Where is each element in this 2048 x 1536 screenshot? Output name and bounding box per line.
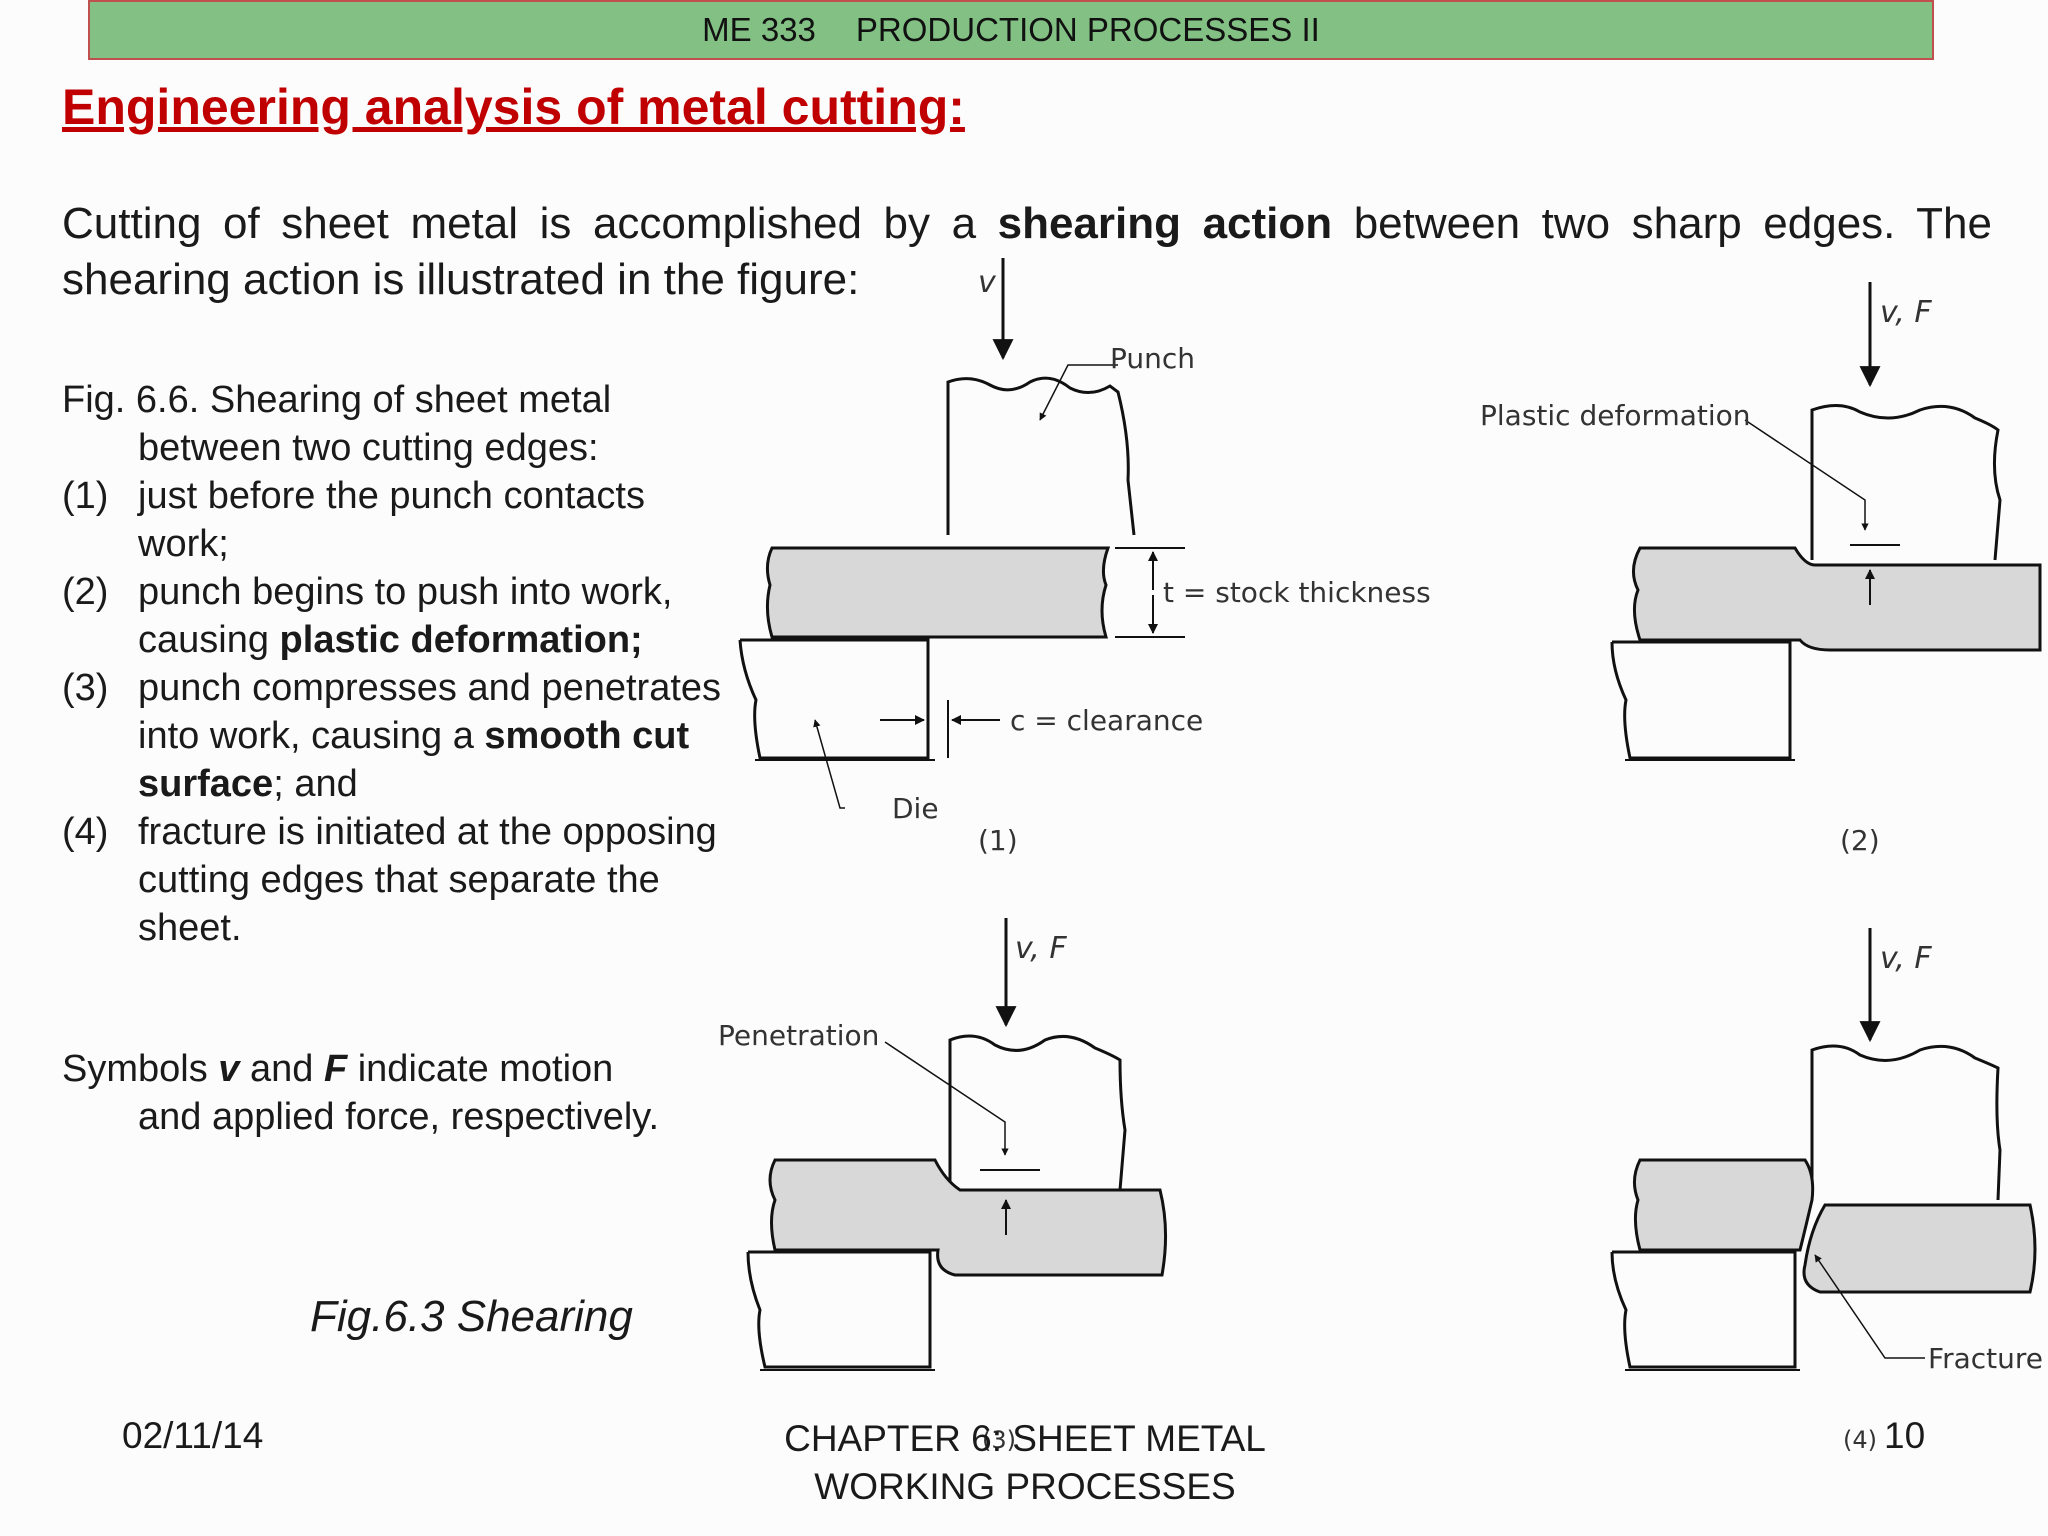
intro-paragraph: Cutting of sheet metal is accomplished b… [62,196,1992,308]
penetration-label: Penetration [718,1019,879,1052]
symbols-text-mid: and [239,1048,324,1090]
fracture-label: Fracture [1928,1342,2043,1375]
panel-2-label: (2) [1840,824,1880,857]
caption-lead-line: Fig. 6.6. Shearing of sheet metal [62,379,612,421]
panel-4 [1610,928,2037,1371]
die-outline [1610,1250,1797,1369]
caption-item-4: (4) fracture is initiated at the opposin… [62,808,722,952]
punch-outline [1810,1044,2002,1201]
footer-chapter-line-1: CHAPTER 6: SHEET METAL [784,1418,1266,1459]
sheet-stock [765,546,1111,639]
punch-outline [946,376,1136,536]
course-code: ME 333 [702,11,816,48]
intro-bold-term: shearing action [997,199,1333,248]
panel-1-label: (1) [978,824,1018,857]
footer-chapter-line-2: WORKING PROCESSES [814,1466,1236,1507]
footer-chapter: CHAPTER 6: SHEET METAL WORKING PROCESSES [700,1415,1350,1511]
intro-text-before: Cutting of sheet metal is accomplished b… [62,199,998,248]
die-outline [746,1250,932,1369]
v-label-panel-1: v [978,265,997,300]
plastic-deformation-leader [1744,419,1869,531]
symbol-F: F [323,1048,348,1090]
punch-label: Punch [1110,342,1195,375]
symbols-text: Symbols [62,1048,219,1090]
symbols-text-post: indicate motion [347,1048,614,1090]
caption-item-text: fracture is initiated at the opposing cu… [138,811,717,949]
sheet-stock [1632,546,2042,652]
sheet-upper-piece [1633,1158,1815,1252]
stock-thickness-label: t = stock thickness [1163,576,1431,609]
caption-item-text-post: ; and [273,763,358,805]
vf-label-panel-2: v, F [1880,295,1932,330]
panel-3-label: (3) [982,1426,1016,1454]
caption-item-text: just before the punch contacts work; [138,475,645,565]
intro-text-after: between two sharp edges. The shearing ac… [62,199,1992,304]
caption-item-2: (2) punch begins to push into work, caus… [62,568,722,664]
symbols-line-2: and applied force, respectively. [138,1096,660,1138]
symbol-v: v [218,1048,240,1090]
punch-outline [1810,404,2002,561]
panel-1 [738,258,1185,809]
caption-item-text: punch compresses and penetrates into wor… [138,667,722,757]
die-label: Die [892,792,939,825]
caption-lead-line-2: between two cutting edges: [138,427,599,469]
fracture-leader [1814,1254,1925,1359]
clearance-label: c = clearance [1010,704,1203,737]
sheet-stock [768,1158,1168,1277]
die-leader [813,719,845,809]
figure-caption-list: Fig. 6.6. Shearing of sheet metal betwee… [62,376,722,952]
slide-title: Engineering analysis of metal cutting: [62,79,965,135]
vf-label-panel-4: v, F [1880,941,1932,976]
page-number: 10 [1884,1415,1926,1456]
vf-label-panel-3: v, F [1015,931,1067,966]
caption-item-bold: plastic deformation; [279,619,643,661]
figure-caption: Fig.6.3 Shearing [310,1292,633,1341]
die-outline [738,638,930,760]
plastic-deformation-label: Plastic deformation [1480,399,1751,432]
caption-item-number: (1) [62,475,109,517]
sheet-lower-piece [1802,1203,2037,1294]
course-header-bar: ME 333 PRODUCTION PROCESSES II [88,0,1934,60]
caption-item-number: (3) [62,667,109,709]
caption-item-1: (1) just before the punch contacts work; [62,472,722,568]
panel-4-label: (4) [1843,1426,1877,1454]
punch-leader [1039,364,1118,421]
die-outline [1610,640,1792,760]
caption-item-bold: smooth cut surface [138,715,690,805]
footer-date: 02/11/14 [122,1415,264,1456]
caption-item-number: (2) [62,571,109,613]
panel-3 [746,918,1168,1371]
penetration-leader [884,1041,1009,1156]
course-subject: PRODUCTION PROCESSES II [855,11,1320,48]
symbols-note: Symbols v and F indicate motion and appli… [62,1045,762,1141]
caption-item-number: (4) [62,811,109,853]
panel-2 [1610,282,2042,761]
caption-item-3: (3) punch compresses and penetrates into… [62,664,722,808]
punch-outline [948,1034,1127,1191]
caption-item-text: punch begins to push into work, causing [138,571,673,661]
